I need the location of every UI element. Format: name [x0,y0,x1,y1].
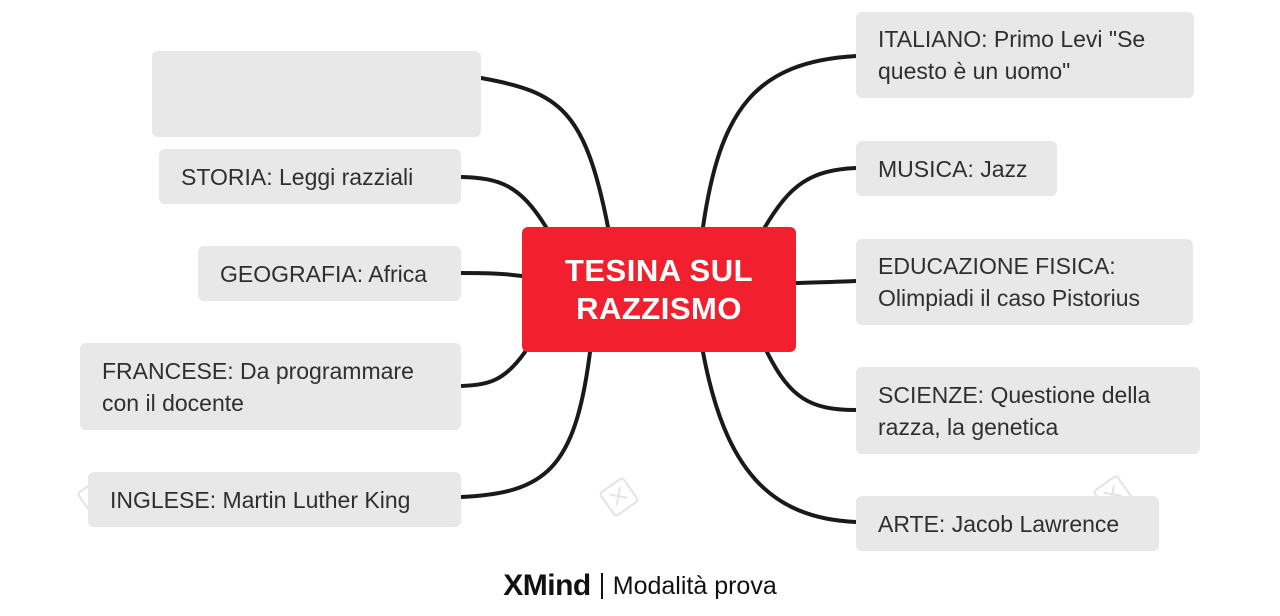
topic-label: STORIA: Leggi razziali [181,163,414,190]
topic-label: INGLESE: Martin Luther King [110,486,411,513]
topic-node-arte[interactable]: ARTE: Jacob Lawrence [856,496,1159,551]
connector-francese [459,350,527,388]
connector-educazione-fisica [794,279,858,285]
trial-mode-label: Modalità prova [612,571,777,600]
topic-node-educazione-fisica[interactable]: EDUCAZIONE FISICA: Olimpiadi il caso Pis… [856,239,1193,325]
central-topic-label: TESINA SUL RAZZISMO [564,252,754,326]
central-topic[interactable]: TESINA SUL RAZZISMO [522,227,796,352]
connector-storia [459,175,548,229]
connector-musica [763,166,858,229]
connector-inglese [459,350,592,499]
topic-label: MUSICA: Jazz [878,155,1028,182]
footer-divider [600,573,603,599]
connector-empty [479,76,610,229]
topic-label: SCIENZE: Questione della razza, la genet… [878,381,1151,440]
connector-italiano [701,54,858,229]
topic-node-geografia[interactable]: GEOGRAFIA: Africa [198,246,461,301]
connector-scienze [765,350,858,412]
topic-node-inglese[interactable]: INGLESE: Martin Luther King [88,472,461,527]
trial-footer: XMind Modalità prova [0,566,1280,606]
topic-node-storia[interactable]: STORIA: Leggi razziali [159,149,461,204]
topic-node-francese[interactable]: FRANCESE: Da programmare con il docente [80,343,461,430]
topic-node-scienze[interactable]: SCIENZE: Questione della razza, la genet… [856,367,1200,454]
topic-label: ITALIANO: Primo Levi "Se questo è un uom… [878,26,1146,84]
topic-label: GEOGRAFIA: Africa [220,260,428,287]
xmind-brand: XMind [503,569,591,602]
connector-arte [701,350,858,524]
topic-label: ARTE: Jacob Lawrence [878,510,1120,537]
topic-node-italiano[interactable]: ITALIANO: Primo Levi "Se questo è un uom… [856,12,1194,98]
connector-geografia [459,271,524,278]
topic-label: EDUCAZIONE FISICA: Olimpiadi il caso Pis… [878,253,1141,311]
topic-node-musica[interactable]: MUSICA: Jazz [856,141,1057,196]
topic-label: FRANCESE: Da programmare con il docente [102,357,414,416]
topic-node-empty[interactable] [152,51,481,137]
